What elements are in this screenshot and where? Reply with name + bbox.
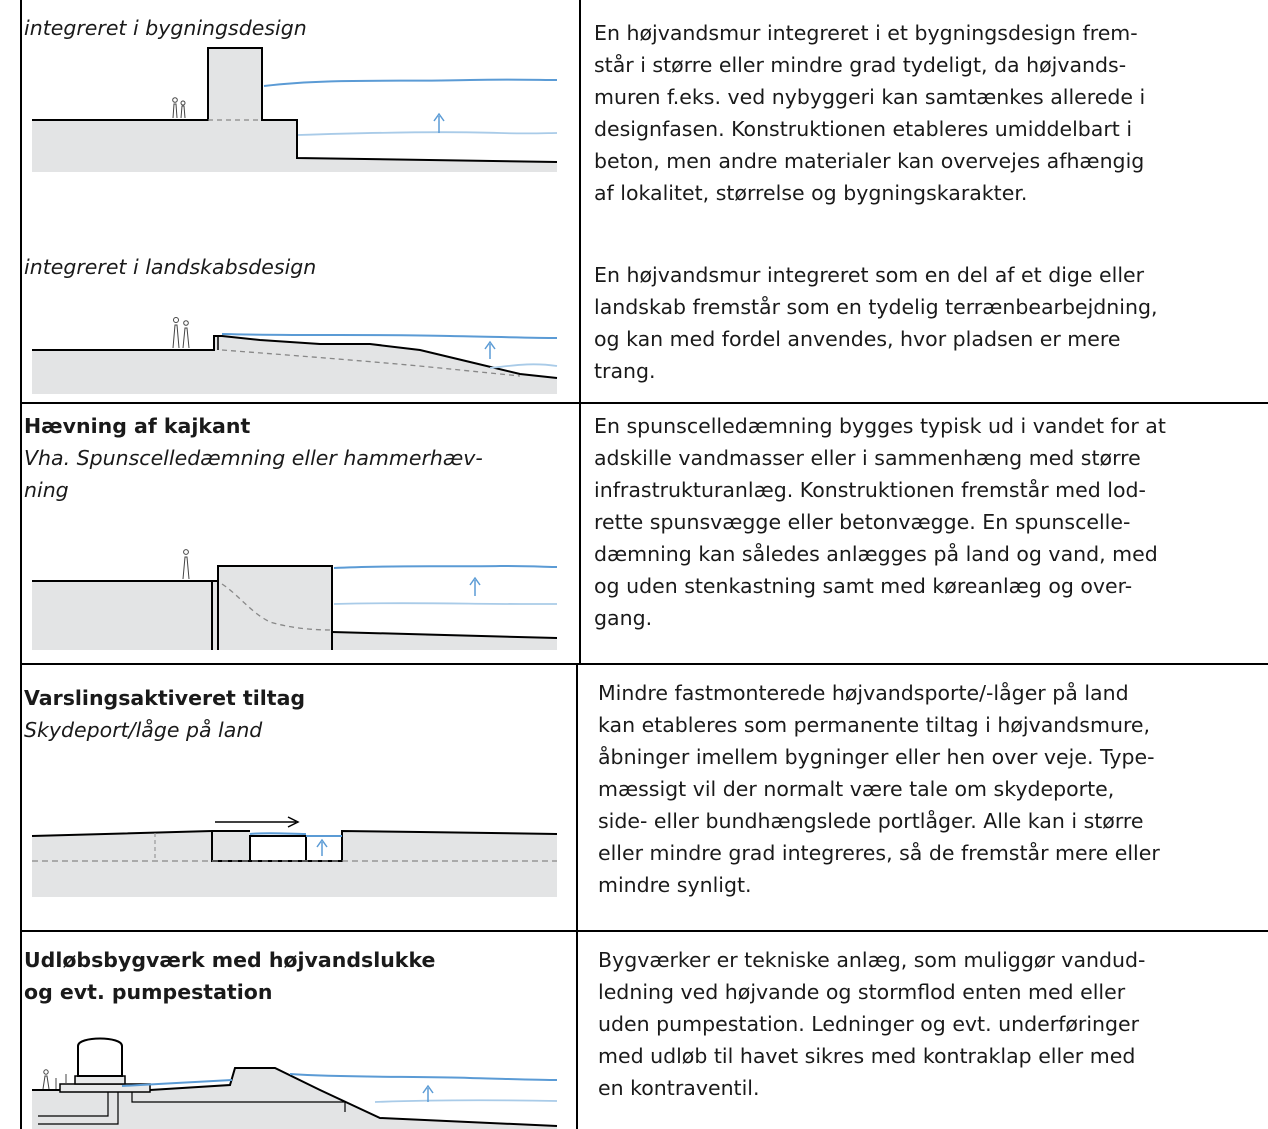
section-drawing-outlet-pumpstation	[32, 1037, 558, 1129]
description-landscape-design: En højvandsmur integreret som en del af …	[594, 263, 1158, 383]
column-divider	[579, 404, 581, 663]
description-raise-quay: En spunscelledæmning bygges typisk ud i …	[594, 414, 1166, 630]
arrow-right-icon	[215, 816, 300, 828]
column-divider	[576, 665, 578, 930]
description-warning-activated: Mindre fastmonterede højvandsporte/-låge…	[598, 681, 1160, 897]
subtitle-raise-quay: Vha. Spunscelledæmning eller hammerhæv- …	[24, 446, 483, 502]
row-raise-quay	[20, 404, 1268, 665]
section-drawing-building-wall	[32, 47, 558, 172]
description-outlet-structure: Bygværker er tekniske anlæg, som muliggø…	[598, 948, 1146, 1100]
row-warning-activated	[20, 665, 1268, 932]
section-drawing-quay-raise	[32, 549, 558, 650]
title-warning-activated: Varslingsaktiveret tiltag	[24, 686, 306, 710]
row-integrated-wall	[20, 0, 1268, 404]
column-divider	[579, 0, 581, 402]
caption-building-design: integreret i bygningsdesign	[24, 16, 307, 40]
person-figures-icon	[42, 1069, 67, 1090]
title-raise-quay: Hævning af kajkant	[24, 414, 251, 438]
section-drawing-sliding-gate	[31, 816, 558, 897]
caption-landscape-design: integreret i landskabsdesign	[24, 255, 317, 279]
subtitle-warning-activated: Skydeport/låge på land	[24, 718, 263, 742]
column-divider	[576, 932, 578, 1129]
person-figures-icon	[172, 97, 186, 119]
person-figures-icon	[172, 317, 190, 349]
row-outlet-structure	[20, 932, 1268, 1129]
table-left-border	[20, 0, 22, 1129]
section-drawing-landscape-wall	[32, 317, 558, 394]
description-building-design: En højvandsmur integreret i et bygningsd…	[594, 21, 1146, 205]
title-outlet-structure: Udløbsbygværk med højvandslukke og evt. …	[24, 948, 436, 1004]
person-figure-icon	[182, 549, 190, 580]
